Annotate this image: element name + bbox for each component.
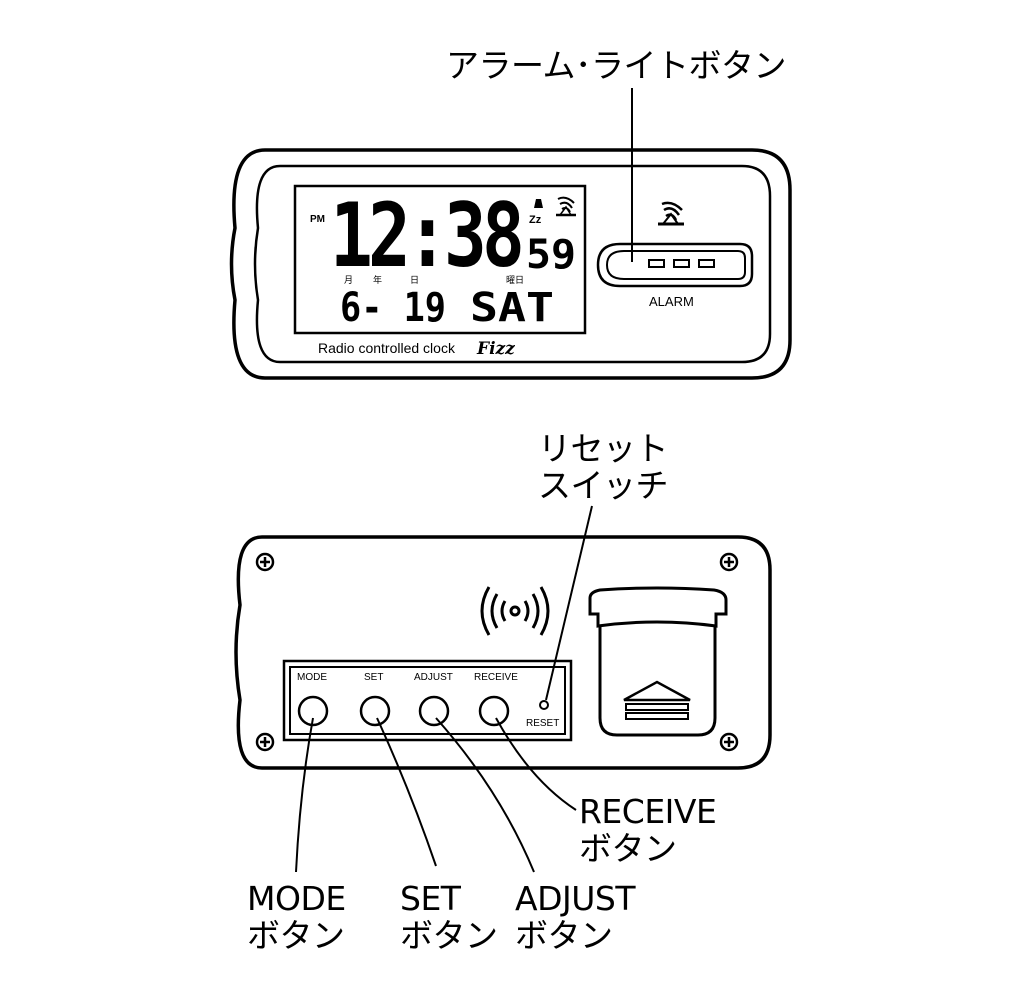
label-day: 日: [410, 275, 419, 285]
callout-mode-button: MODE ボタン: [247, 880, 346, 954]
snooze-bell-icon: [534, 199, 543, 208]
back-view: MODE SET ADJUST RECEIVE RESET: [234, 505, 772, 873]
reset-label: RESET: [526, 718, 559, 729]
set-button[interactable]: [359, 695, 391, 727]
callout-set-line1: SET: [400, 879, 461, 918]
leader-adjust: [435, 717, 535, 873]
screw-icon: [719, 732, 739, 752]
front-view: PM 12:38 59 Zz 月 年 日 曜日 6- 19 SAT Radio …: [229, 88, 792, 380]
alarm-label: ALARM: [649, 294, 694, 309]
label-year: 年: [373, 274, 382, 285]
date-display: 6- 19: [340, 285, 446, 331]
weekday-display: SAT: [470, 285, 554, 331]
callout-alarm-light-button: アラーム･ライトボタン: [446, 46, 787, 85]
label-weekday: 曜日: [506, 275, 524, 285]
callout-receive-button: RECEIVE ボタン: [579, 792, 717, 868]
leader-mode: [295, 717, 314, 873]
battery-cover[interactable]: [588, 586, 728, 737]
radio-wave-icon: [480, 586, 550, 636]
callout-adjust-line2: ボタン: [515, 916, 613, 955]
reset-switch[interactable]: [539, 700, 549, 710]
leader-receive: [495, 717, 577, 811]
set-label: SET: [364, 672, 383, 683]
eject-arrow-icon: [623, 680, 691, 720]
snooze-indicator: Zz: [529, 214, 542, 226]
screw-icon: [255, 552, 275, 572]
brand-logo: Fizz: [476, 339, 515, 359]
caption-text: Radio controlled clock: [318, 340, 456, 356]
time-display: 12:38: [330, 184, 521, 287]
adjust-button[interactable]: [418, 695, 450, 727]
mode-button[interactable]: [297, 695, 329, 727]
callout-adjust-line1: ADJUST: [515, 879, 635, 918]
callout-reset-line2: スイッチ: [538, 466, 669, 505]
callout-receive-line1: RECEIVE: [579, 792, 717, 831]
callout-set-button: SET ボタン: [400, 880, 498, 954]
callout-receive-line2: ボタン: [579, 829, 677, 868]
signal-tower-icon: [556, 196, 576, 217]
screw-icon: [255, 732, 275, 752]
leader-reset: [545, 505, 593, 701]
callout-reset-switch: リセット スイッチ: [538, 429, 669, 505]
callout-mode-line2: ボタン: [247, 916, 345, 955]
callout-set-line2: ボタン: [400, 916, 498, 955]
leader-set: [376, 717, 437, 867]
pm-indicator: PM: [310, 214, 325, 225]
callout-reset-line1: リセット: [538, 429, 669, 468]
callout-adjust-button: ADJUST ボタン: [515, 880, 635, 954]
screw-icon: [719, 552, 739, 572]
adjust-label: ADJUST: [414, 672, 453, 683]
label-month: 月: [344, 275, 353, 285]
signal-tower-icon: [658, 201, 684, 226]
alarm-light-button[interactable]: [596, 242, 754, 288]
mode-label: MODE: [297, 672, 327, 683]
receive-button[interactable]: [478, 695, 510, 727]
seconds-display: 59: [526, 232, 576, 278]
lcd-panel: [293, 184, 587, 335]
callout-mode-line1: MODE: [247, 879, 346, 918]
receive-label: RECEIVE: [474, 672, 518, 683]
